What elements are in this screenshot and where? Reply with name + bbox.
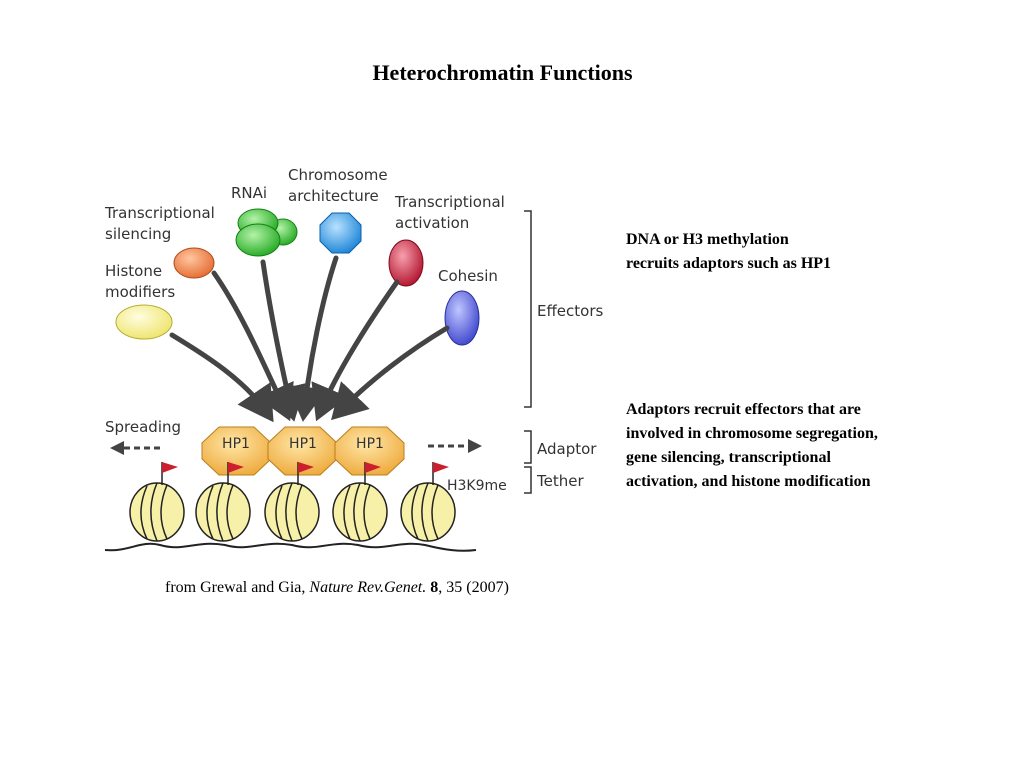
nucleosome	[129, 482, 185, 542]
histone-modifiers-shape	[115, 304, 173, 340]
dna-strand	[104, 542, 477, 552]
spreading-arrow-right	[428, 439, 482, 453]
h3k9me-flag	[161, 462, 178, 485]
recruitment-arrows	[169, 255, 450, 423]
h3k9me-flag	[297, 462, 314, 485]
label-transcriptional-silencing: Transcriptional silencing	[104, 204, 215, 243]
label-h3k9me: H3K9me	[447, 478, 507, 494]
effectors-bracket	[524, 210, 532, 408]
chromosome-architecture-shape	[319, 212, 362, 254]
h3k9me-flag	[432, 462, 449, 485]
label-chromosome-architecture: Chromosome architecture	[288, 166, 388, 205]
h3k9me-flag	[227, 462, 244, 485]
tether-bracket	[524, 466, 532, 494]
cohesin-shape	[444, 290, 480, 346]
label-tether: Tether	[536, 472, 584, 490]
hp1-adaptor-2: HP1	[267, 426, 338, 476]
nucleosome	[195, 482, 251, 542]
label-rnai: RNAi	[231, 184, 267, 202]
spreading-arrow-left	[110, 441, 160, 455]
hp1-adaptor-1: HP1	[201, 426, 272, 476]
svg-text:activation: activation	[395, 214, 469, 232]
nucleosome	[264, 482, 320, 542]
label-adaptor: Adaptor	[537, 440, 597, 458]
note-methylation: DNA or H3 methylation recruits adaptors …	[626, 231, 832, 272]
nucleosome	[400, 482, 456, 542]
svg-text:modifiers: modifiers	[105, 283, 175, 301]
label-spreading: Spreading	[105, 418, 181, 436]
label-cohesin: Cohesin	[438, 267, 498, 285]
rnai-shape	[235, 208, 298, 257]
citation-caption: from Grewal and Gia, Nature Rev.Genet. 8…	[165, 579, 509, 596]
label-effectors: Effectors	[537, 302, 604, 320]
transcriptional-silencing-shape	[173, 247, 215, 279]
svg-text:HP1: HP1	[356, 436, 384, 452]
hp1-adaptor-3: HP1	[334, 426, 405, 476]
svg-text:Histone: Histone	[105, 262, 162, 280]
adaptor-bracket	[524, 430, 532, 464]
label-transcriptional-activation: Transcriptional activation	[394, 193, 505, 232]
svg-text:Chromosome: Chromosome	[288, 166, 388, 184]
svg-text:silencing: silencing	[105, 225, 171, 243]
svg-text:Transcriptional: Transcriptional	[104, 204, 215, 222]
page-title: Heterochromatin Functions	[372, 60, 633, 85]
nucleosome	[332, 482, 388, 542]
label-histone-modifiers: Histone modifiers	[105, 262, 175, 301]
transcriptional-activation-shape	[388, 239, 424, 287]
svg-text:HP1: HP1	[222, 436, 250, 452]
note-adaptors: Adaptors recruit effectors that are invo…	[626, 401, 878, 490]
svg-text:architecture: architecture	[288, 187, 379, 205]
h3k9me-flag	[364, 462, 381, 485]
svg-text:Transcriptional: Transcriptional	[394, 193, 505, 211]
svg-text:HP1: HP1	[289, 436, 317, 452]
